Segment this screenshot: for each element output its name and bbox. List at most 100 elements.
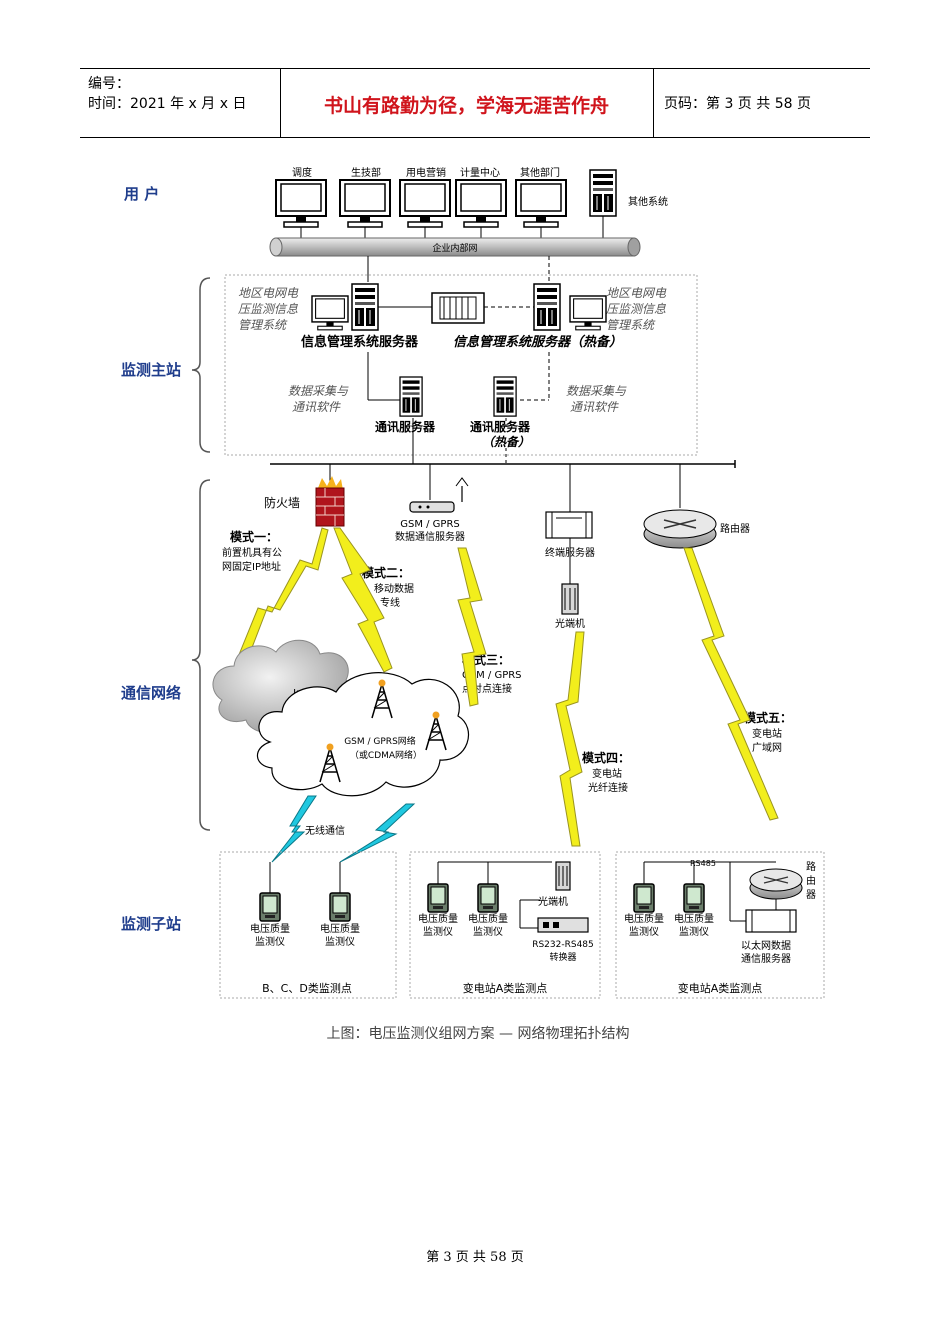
device-label: 监测仪 bbox=[255, 935, 285, 948]
optical-terminal-icon bbox=[561, 583, 579, 615]
svg-text:GSM / GPRS网络: GSM / GPRS网络 bbox=[344, 735, 416, 747]
header-motto-cell: 书山有路勤为径，学海无涯苦作舟 bbox=[280, 69, 654, 137]
layer-label-sub: 监测子站 bbox=[121, 915, 181, 933]
device-label: 电压质量 bbox=[624, 912, 664, 925]
optical-label: 光端机 bbox=[555, 617, 585, 630]
rs485-label: RS485 bbox=[690, 859, 716, 868]
page-footer: 第 3 页 共 58 页 bbox=[426, 1250, 524, 1265]
header-page-cell: 页码：第 3 页 共 58 页 bbox=[654, 69, 870, 137]
terminal-label: 生技部 bbox=[351, 166, 381, 179]
voltage-monitor-icon bbox=[329, 892, 351, 922]
other-system-label: 其他系统 bbox=[628, 195, 668, 208]
svg-text:压监测信息: 压监测信息 bbox=[606, 302, 666, 316]
mode4-lightning bbox=[555, 631, 585, 847]
computer-icon bbox=[339, 179, 391, 228]
terminal-label: 其他部门 bbox=[520, 166, 560, 179]
collect-left-text: 数据采集与 通讯软件 bbox=[288, 384, 349, 414]
page-label: 页码：第 3 页 共 58 页 bbox=[664, 96, 811, 112]
svg-text:管理系统: 管理系统 bbox=[606, 318, 656, 332]
mode4-title: 模式四： bbox=[582, 750, 630, 765]
device-label: 监测仪 bbox=[473, 925, 503, 938]
router2-label: 由 bbox=[806, 874, 816, 887]
mgmt-left-text: 地区电网电 压监测信息 管理系统 bbox=[238, 286, 299, 332]
mode5-text: 变电站 bbox=[752, 727, 782, 740]
svg-text:管理系统: 管理系统 bbox=[238, 318, 288, 332]
svg-text:（或CDMA网络）: （或CDMA网络） bbox=[350, 749, 422, 761]
eth-server-label: 通信服务器 bbox=[741, 952, 791, 965]
device-label: 电压质量 bbox=[320, 922, 360, 935]
terminal-label: 用电营销 bbox=[406, 166, 446, 179]
layer-label-master: 监测主站 bbox=[121, 361, 181, 379]
box2-title: 变电站A类监测点 bbox=[463, 981, 548, 995]
svg-text:通讯软件: 通讯软件 bbox=[292, 400, 341, 414]
comm-server-backup-label: 通讯服务器 bbox=[470, 419, 531, 434]
computer-icon bbox=[311, 295, 349, 331]
mode4-text: 变电站 bbox=[592, 767, 622, 780]
gsm-network-cloud: GSM / GPRS网络 （或CDMA网络） bbox=[256, 672, 469, 797]
optical2-label: 光端机 bbox=[538, 895, 568, 908]
server-tower-icon bbox=[351, 283, 379, 331]
converter-label: 转换器 bbox=[549, 951, 576, 963]
intranet-label: 企业内部网 bbox=[432, 242, 477, 254]
mode3-text: GSM / GPRS bbox=[462, 670, 522, 681]
converter-label: RS232-RS485 bbox=[532, 940, 594, 950]
mode2-title: 模式二： bbox=[362, 565, 410, 580]
router-icon bbox=[643, 509, 717, 549]
user-terminals: 调度 生技部 用电营销 计量中心 其他部门 其他系统 bbox=[275, 166, 668, 228]
mode1-text: 前置机具有公 bbox=[222, 546, 282, 559]
wireless-links bbox=[271, 795, 416, 863]
device-label: 监测仪 bbox=[629, 925, 659, 938]
svg-text:通讯软件: 通讯软件 bbox=[570, 400, 619, 414]
wireless-label: 无线通信 bbox=[305, 824, 345, 837]
server-left-label: 信息管理系统服务器 bbox=[301, 334, 419, 350]
voltage-monitor-icon bbox=[427, 883, 449, 913]
header-meta-cell: 编号： 时间：2021 年 x 月 x 日 bbox=[80, 69, 281, 137]
eth-server-icon bbox=[745, 909, 797, 933]
svg-text:地区电网电: 地区电网电 bbox=[606, 286, 667, 300]
layer-label-users: 用 户 bbox=[124, 185, 159, 203]
terminal-server-icon bbox=[545, 511, 593, 539]
mode1-title: 模式一： bbox=[230, 529, 278, 544]
router-icon bbox=[749, 868, 803, 900]
optical-terminal-icon bbox=[555, 861, 571, 891]
device-label: 监测仪 bbox=[423, 925, 453, 938]
mode5-title: 模式五： bbox=[744, 710, 792, 725]
mode5-text: 广域网 bbox=[752, 741, 782, 754]
router-label: 路由器 bbox=[720, 522, 750, 535]
computer-icon bbox=[275, 179, 327, 228]
voltage-monitor-icon bbox=[633, 883, 655, 913]
svg-text:数据采集与: 数据采集与 bbox=[566, 384, 627, 398]
layer-label-network: 通信网络 bbox=[121, 684, 181, 702]
computer-icon bbox=[515, 179, 567, 228]
mgmt-right-text: 地区电网电 压监测信息 管理系统 bbox=[606, 286, 667, 332]
voltage-monitor-icon bbox=[683, 883, 705, 913]
comm-server-label: 通讯服务器 bbox=[375, 419, 436, 434]
device-label: 电压质量 bbox=[250, 922, 290, 935]
gsm-server-icon bbox=[409, 477, 469, 513]
box1-title: B、C、D类监测点 bbox=[262, 981, 352, 995]
computer-icon bbox=[569, 295, 607, 331]
diagram-caption: 上图：电压监测仪组网方案 — 网络物理拓扑结构 bbox=[327, 1025, 630, 1042]
eth-server-label: 以太网数据 bbox=[741, 939, 791, 952]
firewall-label: 防火墙 bbox=[264, 495, 300, 510]
gsm-server-label: GSM / GPRS bbox=[400, 519, 460, 530]
firewall-icon bbox=[315, 476, 345, 527]
brace-master bbox=[191, 277, 211, 453]
mode1-text: 网固定IP地址 bbox=[222, 560, 281, 573]
terminal-label: 调度 bbox=[292, 166, 312, 179]
device-label: 电压质量 bbox=[468, 912, 508, 925]
router2-label: 器 bbox=[806, 889, 816, 901]
server-tower-icon bbox=[589, 169, 617, 217]
device-label: 监测仪 bbox=[679, 925, 709, 938]
svg-text:压监测信息: 压监测信息 bbox=[238, 302, 298, 316]
converter-icon bbox=[537, 917, 589, 933]
number-label: 编号： bbox=[88, 76, 130, 92]
svg-text:地区电网电: 地区电网电 bbox=[238, 286, 299, 300]
mode4-text: 光纤连接 bbox=[588, 781, 628, 794]
computer-icon bbox=[399, 179, 451, 228]
voltage-monitor-icon bbox=[477, 883, 499, 913]
substation-box-bcd bbox=[219, 851, 397, 999]
collect-right-text: 数据采集与 通讯软件 bbox=[566, 384, 627, 414]
brace-network bbox=[191, 479, 211, 831]
